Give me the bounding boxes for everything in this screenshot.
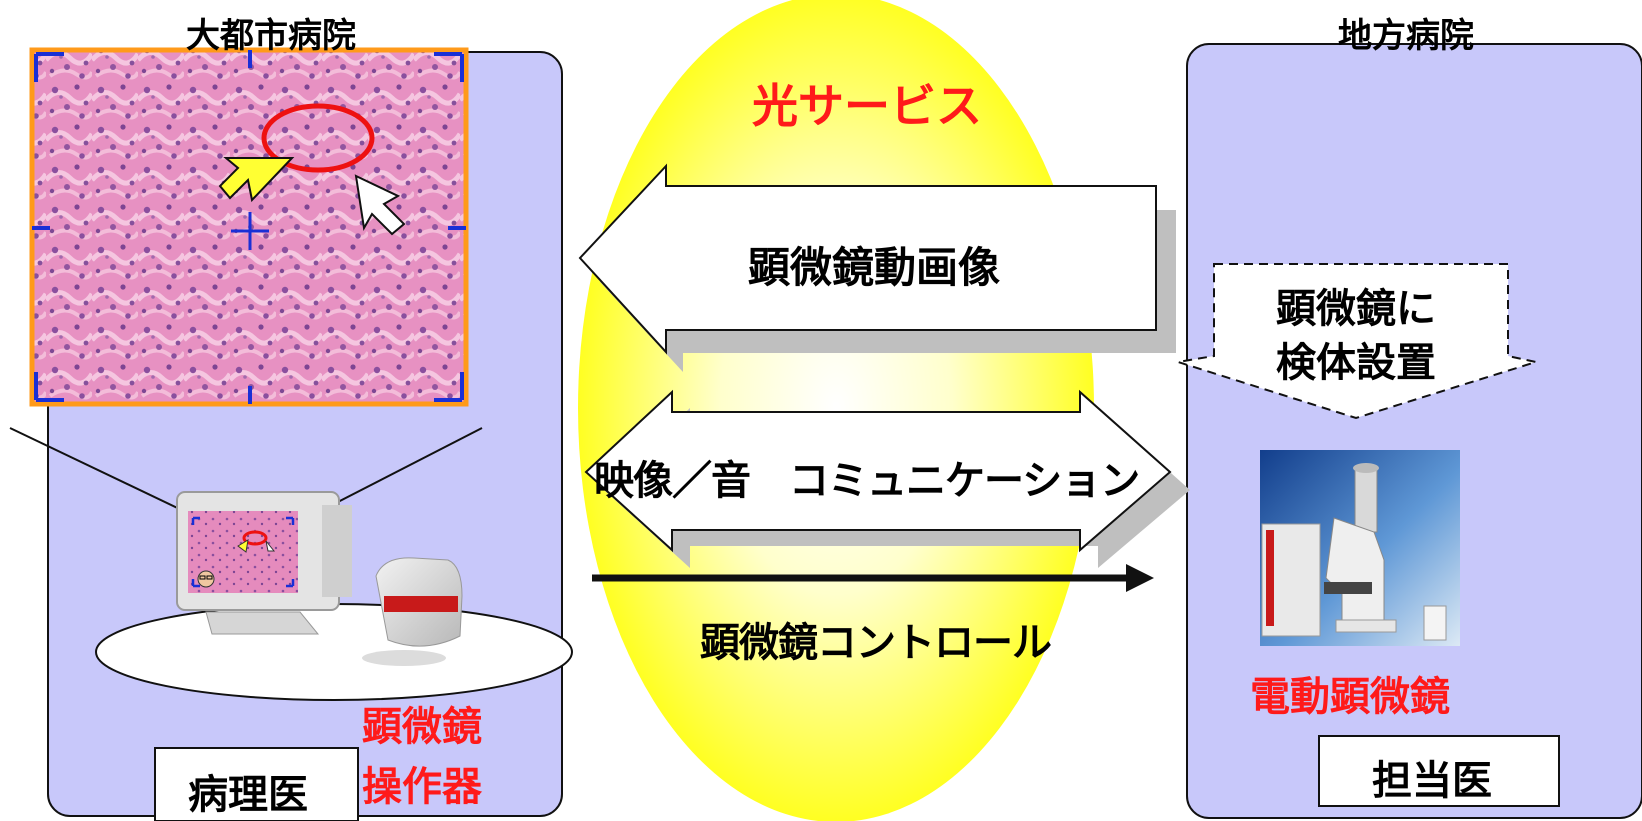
left-role-label: 病理医 xyxy=(188,772,308,818)
monitor-illustration xyxy=(176,491,352,635)
control-label: 顕微鏡コントロール xyxy=(700,620,1052,666)
right-role-label: 担当医 xyxy=(1372,758,1492,804)
microscope-controller-illustration xyxy=(362,557,463,666)
desk-ellipse xyxy=(95,603,573,701)
control-arrow xyxy=(592,564,1154,592)
video-arrow-label: 顕微鏡動画像 xyxy=(748,243,1001,292)
setup-label-line1: 顕微鏡に xyxy=(1276,286,1436,332)
right-hospital-title: 地方病院 xyxy=(1338,16,1474,56)
specimen-setup-arrow xyxy=(1177,263,1540,420)
controller-label-line2: 操作器 xyxy=(362,764,482,810)
communication-label: 映像／音 コミュニケーション xyxy=(594,458,1140,504)
zoom-line-left xyxy=(9,427,191,515)
left-role-box xyxy=(154,747,359,821)
communication-double-arrow xyxy=(584,389,1190,568)
setup-label-line2: 検体設置 xyxy=(1276,340,1436,386)
optical-service-label: 光サービス xyxy=(752,79,982,133)
right-role-box xyxy=(1318,735,1560,807)
motorized-microscope-photo xyxy=(1260,450,1460,646)
left-hospital-title: 大都市病院 xyxy=(186,16,356,56)
controller-label-line1: 顕微鏡 xyxy=(362,704,482,750)
pathology-image xyxy=(29,47,469,407)
video-arrow xyxy=(578,163,1176,372)
motorized-microscope-label: 電動顕微鏡 xyxy=(1250,674,1450,720)
